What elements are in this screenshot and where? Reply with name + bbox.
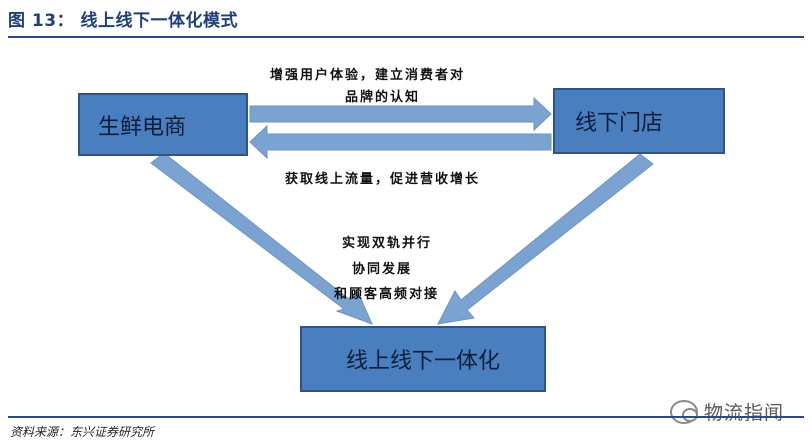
node-integration-label: 线上线下一体化 xyxy=(345,349,500,374)
node-fresh-ecommerce: 生鲜电商 xyxy=(78,93,248,156)
label-bottom: 获取线上流量，促进营收增长 xyxy=(285,172,481,187)
label-center-line1: 实现双轨并行 xyxy=(342,236,433,251)
top-rule xyxy=(8,36,804,38)
arrow-left xyxy=(249,124,552,160)
watermark-text: 物流指闻 xyxy=(704,402,785,424)
arrow-down-left xyxy=(437,153,654,325)
wechat-icon xyxy=(670,399,698,424)
source-note: 资料来源：东兴证券研究所 xyxy=(10,425,155,439)
node-fresh-ecommerce-label: 生鲜电商 xyxy=(98,114,187,140)
label-center-line2: 协同发展 xyxy=(352,262,413,277)
label-center-line3: 和顾客高频对接 xyxy=(334,287,440,302)
arrow-down-right xyxy=(150,152,373,325)
arrow-right xyxy=(249,96,552,132)
bottom-rule xyxy=(8,416,804,418)
label-top-line1: 增强用户体验，建立消费者对 xyxy=(270,68,466,83)
watermark: 物流指闻 xyxy=(670,398,784,425)
node-integration: 线上线下一体化 xyxy=(300,326,546,392)
node-offline-store: 线下门店 xyxy=(553,88,725,154)
node-offline-store-label: 线下门店 xyxy=(575,111,664,136)
label-top-line2: 品牌的认知 xyxy=(345,90,421,105)
figure-title: 图 13： 线上线下一体化模式 xyxy=(8,11,238,31)
